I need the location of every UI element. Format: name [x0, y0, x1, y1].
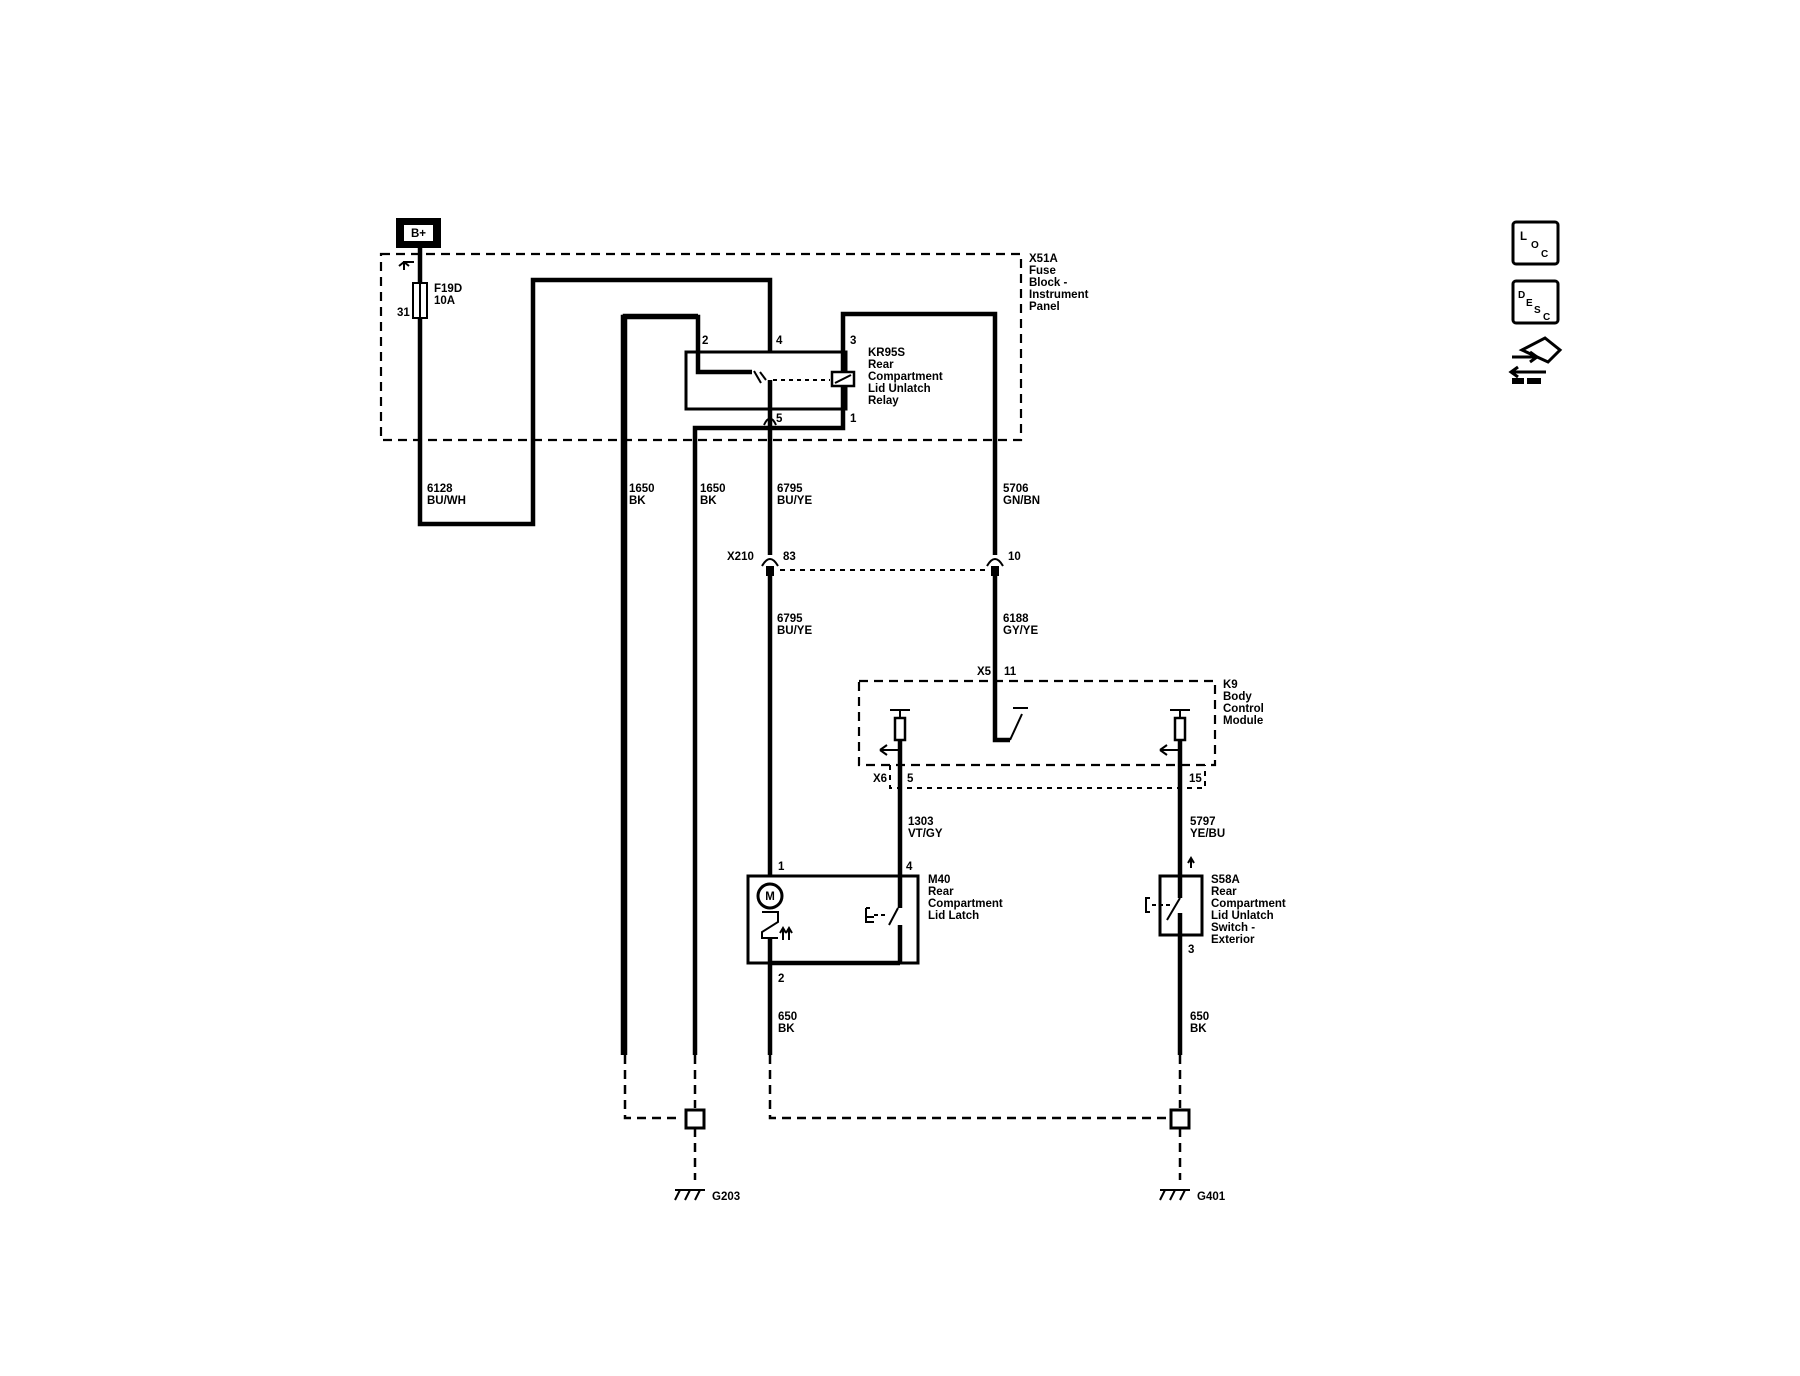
- switch-s58a: 3 S58A Rear Compartment Lid Unlatch Swit…: [1145, 856, 1289, 956]
- relay-pin-1: 1: [850, 413, 857, 425]
- wire-1303-circuit: 1303: [908, 816, 934, 828]
- latch-pin-1: 1: [778, 861, 785, 873]
- svg-text:E: E: [1526, 298, 1533, 309]
- bcm-x5-label: X5: [977, 666, 992, 678]
- svg-text:D: D: [1518, 290, 1525, 301]
- ground-g203-label: G203: [712, 1191, 740, 1203]
- svg-text:O: O: [1531, 240, 1539, 251]
- bcm-x6-label: X6: [873, 773, 887, 785]
- wire-5706: [840, 311, 998, 555]
- relay-pin-3: 3: [850, 335, 856, 347]
- fuse-block-title: X51A Fuse Block - Instrument Panel: [1029, 253, 1092, 313]
- relay-pin-2: 2: [702, 335, 708, 347]
- loc-icon[interactable]: L O C: [1511, 220, 1560, 266]
- wire-6795a-color: BU/YE: [777, 495, 812, 507]
- wire-5797-circuit: 5797: [1190, 816, 1216, 828]
- ground-g401-label: G401: [1197, 1191, 1226, 1203]
- wire-1303-color: VT/GY: [908, 828, 943, 840]
- ground-g401: G401: [1159, 1189, 1226, 1203]
- wire-5797-color: YE/BU: [1190, 828, 1225, 840]
- wire-6128-color: BU/WH: [427, 495, 466, 507]
- wire-650a-circuit: 650: [778, 1011, 797, 1023]
- latch-pin-2: 2: [778, 973, 784, 985]
- svg-text:S: S: [1534, 305, 1541, 316]
- bcm-input-x6-5: [879, 709, 910, 765]
- fuse-pin: 31: [397, 307, 410, 319]
- latch-m40: M 1 4 2 M40 Rear Compartment Lid Latch: [746, 861, 1006, 985]
- svg-text:C: C: [1543, 312, 1550, 323]
- wire-6128-circuit: 6128: [427, 483, 453, 495]
- svg-text:L: L: [1520, 231, 1527, 243]
- wire-6188-color: GY/YE: [1003, 625, 1038, 637]
- relay-title: KR95S Rear Compartment Lid Unlatch Relay: [868, 347, 946, 407]
- wire-1650b-color: BK: [700, 495, 717, 507]
- bcm-input-15: [1159, 709, 1190, 765]
- fuse-block-frame: [379, 252, 1023, 442]
- wire-6795a-circuit: 6795: [777, 483, 803, 495]
- relay-pin-5: 5: [776, 413, 783, 425]
- wire-6795b-color: BU/YE: [777, 625, 812, 637]
- fuse-f19d: F19D 10A 31: [397, 248, 462, 319]
- wire-1650b-circuit: 1650: [700, 483, 726, 495]
- desc-icon[interactable]: D E S C: [1511, 279, 1560, 325]
- relay-pin-4: 4: [776, 335, 783, 347]
- wire-6188-circuit: 6188: [1003, 613, 1029, 625]
- x210-pin-83: 83: [783, 551, 796, 563]
- wire-6188: [992, 576, 1010, 743]
- wire-1650a-color: BK: [629, 495, 646, 507]
- wire-1650-left: [622, 313, 698, 1055]
- wire-5706-circuit: 5706: [1003, 483, 1029, 495]
- connector-x210: X210 83 10: [727, 551, 1021, 576]
- wire-5706-color: GN/BN: [1003, 495, 1040, 507]
- battery-label: B+: [411, 228, 426, 240]
- svg-text:C: C: [1541, 249, 1548, 260]
- ground-g203: G203: [674, 1189, 740, 1203]
- wire-6128: [417, 277, 773, 527]
- x210-pin-10: 10: [1008, 551, 1021, 563]
- fuse-name: F19D: [434, 283, 462, 295]
- wire-650b-circuit: 650: [1190, 1011, 1209, 1023]
- relay-kr95s: 2 4 3 5 1 KR95S Rear Compartment Lid Unl…: [620, 314, 946, 1055]
- battery-b-plus: B+: [396, 218, 441, 248]
- bcm-pin-15: 15: [1189, 773, 1202, 785]
- wire-650a-color: BK: [778, 1023, 795, 1035]
- connector-view-icon[interactable]: [1508, 336, 1563, 384]
- wire-1650a-circuit: 1650: [629, 483, 655, 495]
- switch-title: S58A Rear Compartment Lid Unlatch Switch…: [1211, 874, 1289, 946]
- x210-name: X210: [727, 551, 754, 563]
- bcm-x5-pin: 11: [1004, 666, 1017, 678]
- switch-pin-3: 3: [1188, 944, 1194, 956]
- bcm-x6-pin: 5: [907, 773, 914, 785]
- bcm-title: K9 Body Control Module: [1223, 679, 1267, 727]
- fuse-rating: 10A: [434, 295, 455, 307]
- latch-pin-4: 4: [906, 861, 913, 873]
- wire-650b-color: BK: [1190, 1023, 1207, 1035]
- wire-6795b-circuit: 6795: [777, 613, 803, 625]
- bcm-frame: [857, 679, 1217, 767]
- latch-title: M40 Rear Compartment Lid Latch: [928, 874, 1006, 922]
- motor-symbol: M: [765, 891, 775, 903]
